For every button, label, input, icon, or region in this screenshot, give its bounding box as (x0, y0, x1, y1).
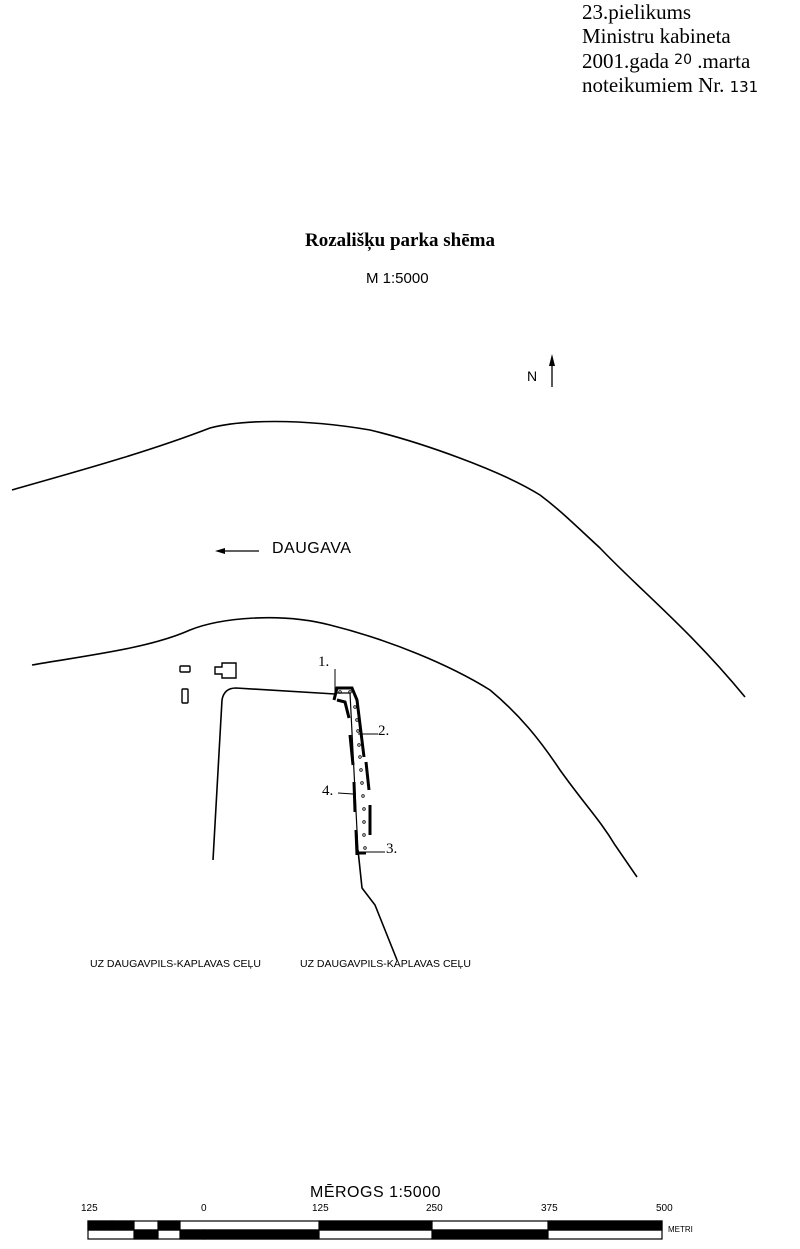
scale-bar-title: MĒROGS 1:5000 (310, 1184, 441, 1201)
scale-tick: 0 (201, 1203, 207, 1214)
point-label-3: 3. (386, 841, 398, 857)
regulation-date: 2001.gada 20 .marta (582, 49, 751, 73)
document-header: 23.pielikums Ministru kabineta 2001.gada… (582, 0, 758, 99)
scale-tick: 125 (312, 1203, 329, 1214)
road-label-east: UZ DAUGAVPILS-KAPLAVAS CEĻU (300, 958, 471, 970)
scale-bar (87, 1220, 663, 1240)
point-label-2: 2. (378, 723, 390, 739)
point-label-4: 4. (322, 783, 334, 799)
point-label-1: 1. (318, 654, 330, 670)
flow-arrowhead (215, 548, 225, 554)
river-label: DAUGAVA (272, 540, 352, 557)
tree-points (338, 690, 367, 850)
scale-tick: 375 (541, 1203, 558, 1214)
road-label-west: UZ DAUGAVPILS-KAPLAVAS CEĻU (90, 958, 261, 970)
west-road (212, 687, 336, 861)
river-south-bank (31, 616, 638, 878)
buildings (179, 662, 237, 704)
regulation-number: noteikumiem Nr. 131 (582, 73, 759, 97)
park-boundary (332, 686, 366, 758)
north-label: N (527, 368, 538, 384)
park-boundary-west (336, 698, 351, 719)
scale-unit: METRI (668, 1225, 693, 1234)
park-boundary-dashes (348, 734, 372, 856)
scale-tick: 250 (426, 1203, 443, 1214)
map-scale-label: M 1:5000 (366, 270, 429, 287)
north-arrowhead (549, 354, 555, 366)
issuer: Ministru kabineta (582, 24, 731, 48)
scale-tick: 500 (656, 1203, 673, 1214)
river-north-bank (11, 420, 746, 698)
map-title: Rozališķu parka shēma (304, 230, 496, 251)
annex-number: 23.pielikums (582, 0, 692, 24)
east-road (357, 849, 398, 961)
park-path (336, 692, 359, 851)
point-leaders (334, 669, 385, 853)
scale-tick: 125 (81, 1203, 98, 1214)
